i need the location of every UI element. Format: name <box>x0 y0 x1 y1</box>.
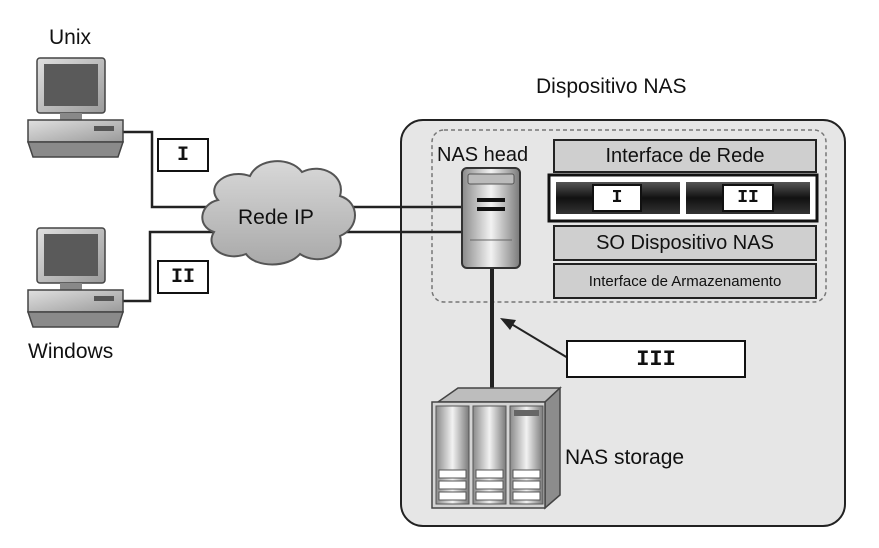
arrow-icon <box>500 318 569 359</box>
storage-interface-layer: Interface de Armazenamento <box>553 263 817 299</box>
os-layer: SO Dispositivo NAS <box>553 225 817 261</box>
page-title: Dispositivo NAS <box>536 75 687 98</box>
windows-link-tag: II <box>157 260 209 294</box>
network-label: Rede IP <box>238 206 314 229</box>
windows-computer-icon <box>26 227 125 328</box>
nas-head-dashed-area <box>431 129 827 303</box>
connection-lines <box>120 130 494 392</box>
storage-link-tag: III <box>566 340 746 378</box>
windows-label: Windows <box>28 340 114 363</box>
port-tag-2: II <box>722 184 774 212</box>
network-ports-bar <box>547 173 819 223</box>
port-tag-1: I <box>592 184 642 212</box>
nas-storage-label: NAS storage <box>565 446 685 469</box>
nas-head-label: NAS head <box>437 144 529 166</box>
network-interface-layer: Interface de Rede <box>553 139 817 173</box>
unix-link-tag: I <box>157 138 209 172</box>
nas-head-server-icon <box>461 167 521 269</box>
unix-label: Unix <box>49 26 92 49</box>
cloud-icon <box>201 160 356 266</box>
unix-computer-icon <box>26 57 125 158</box>
nas-storage-icon <box>431 386 562 510</box>
